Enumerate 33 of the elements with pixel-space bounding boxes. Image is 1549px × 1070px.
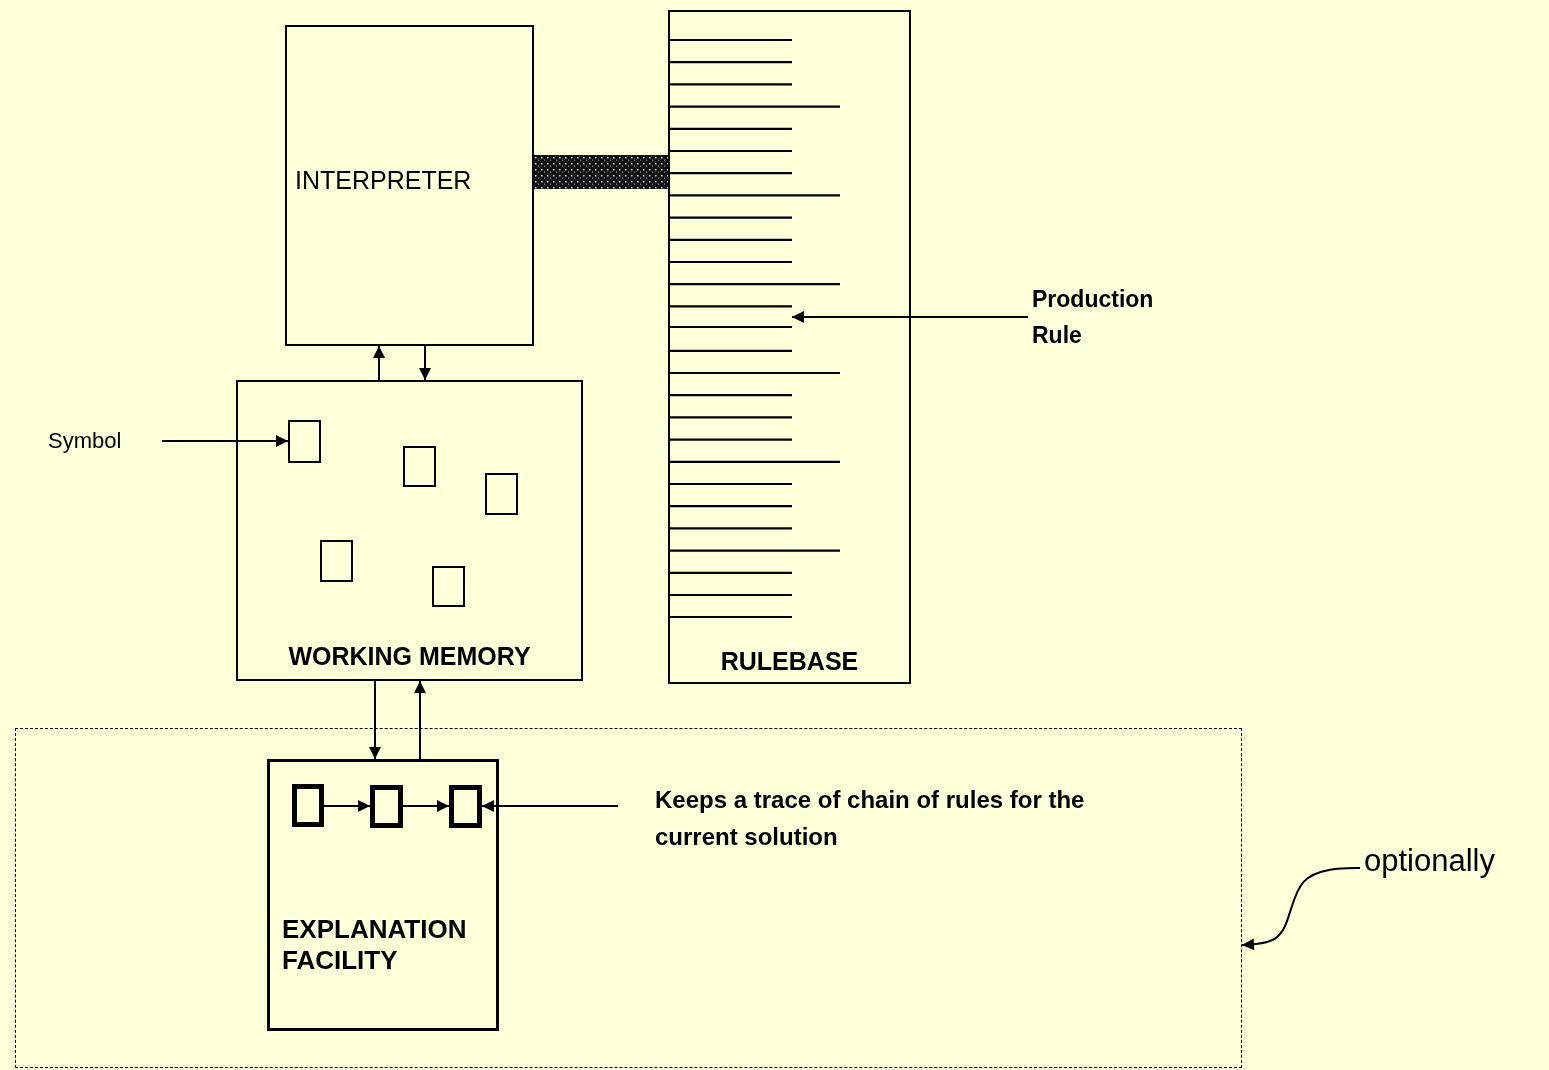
arrow xyxy=(481,800,619,812)
arrow xyxy=(161,435,289,447)
arrow xyxy=(369,680,381,760)
process-box xyxy=(285,25,534,346)
symbol-box xyxy=(292,784,324,827)
arrow xyxy=(791,311,1029,323)
callout-text: optionally xyxy=(1364,842,1495,880)
arrow xyxy=(1241,867,1361,951)
box-label: RULEBASE xyxy=(719,646,860,676)
symbol-box xyxy=(432,566,465,607)
symbol-box xyxy=(485,473,518,515)
box-label: INTERPRETER xyxy=(295,165,472,195)
symbol-box xyxy=(449,785,482,828)
callout-text: Production Rule xyxy=(1032,285,1155,350)
rulebase-box xyxy=(668,10,911,684)
arrow xyxy=(402,800,450,812)
symbol-box xyxy=(320,540,353,582)
box-label: WORKING MEMORY xyxy=(287,641,532,671)
note-text: Keeps a trace of chain of rules for the current solution xyxy=(655,785,1086,853)
symbol-box xyxy=(288,420,321,463)
symbol-box xyxy=(403,446,436,487)
callout-text: Symbol xyxy=(48,428,122,455)
connection-band xyxy=(534,155,668,189)
process-box xyxy=(267,759,499,1031)
arrow xyxy=(323,800,371,812)
optional-region xyxy=(15,728,1242,1068)
arrow xyxy=(414,680,426,760)
arrow xyxy=(373,345,385,381)
symbol-box xyxy=(370,785,403,828)
box-label: EXPLANATION FACILITY xyxy=(282,914,468,977)
rule-line xyxy=(670,326,792,328)
process-box xyxy=(236,380,583,681)
arrow xyxy=(419,345,431,381)
